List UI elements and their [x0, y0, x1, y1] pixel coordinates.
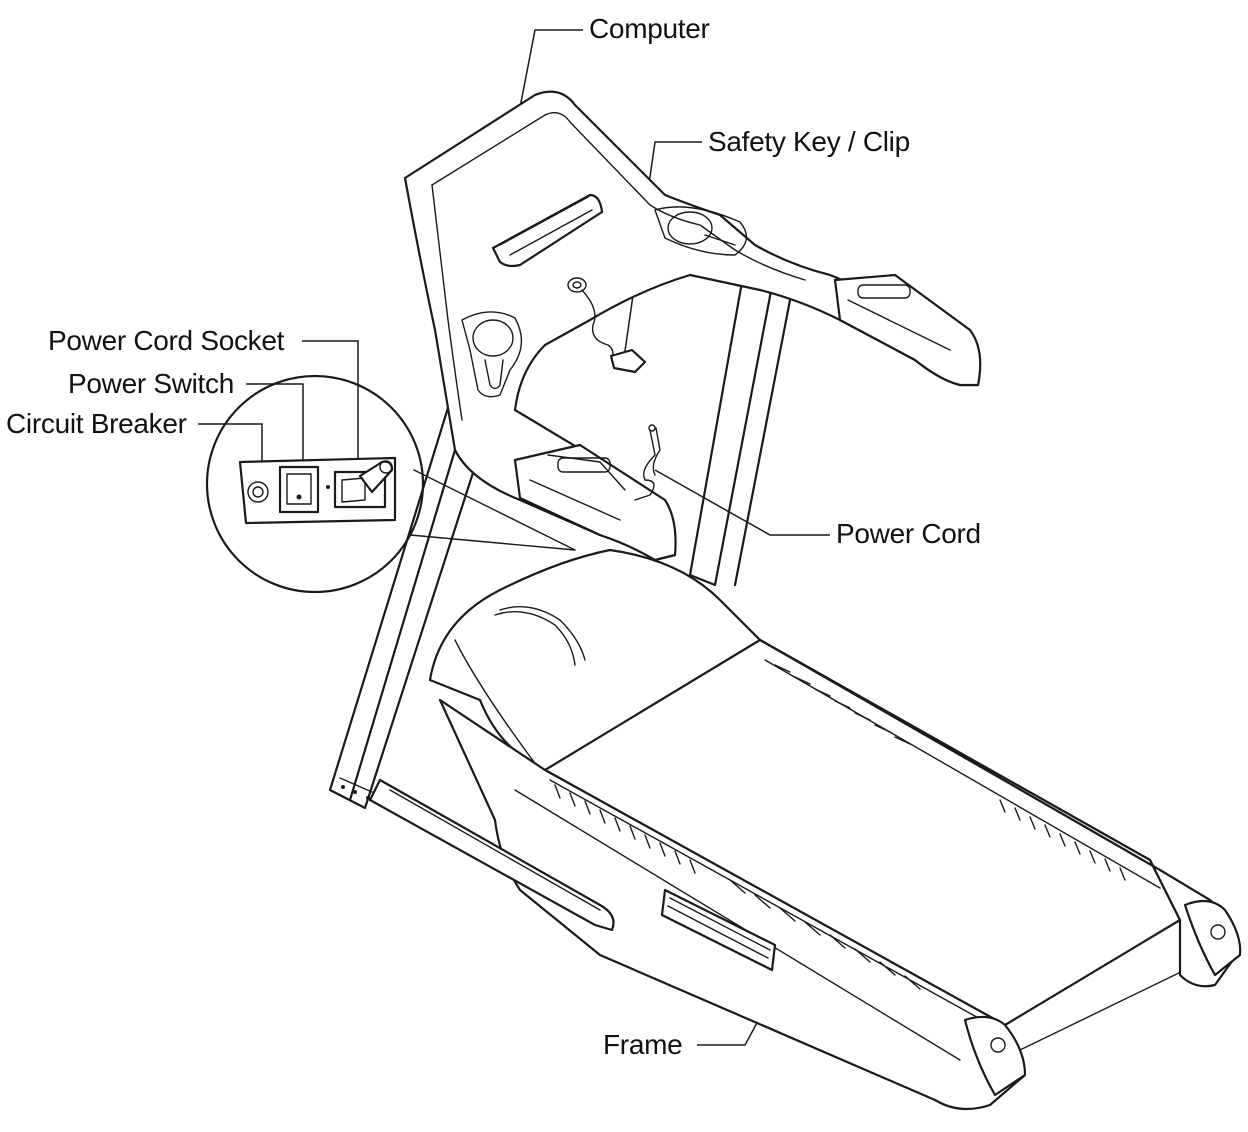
label-circuit-breaker: Circuit Breaker	[6, 408, 187, 439]
leader-power-cord-socket	[302, 340, 359, 478]
deck	[368, 548, 1242, 1111]
label-safety-key: Safety Key / Clip	[708, 126, 910, 157]
label-power-cord: Power Cord	[836, 518, 981, 549]
label-computer: Computer	[589, 13, 710, 44]
label-power-cord-socket: Power Cord Socket	[48, 325, 285, 356]
label-frame: Frame	[603, 1029, 683, 1060]
leader-power-switch	[246, 383, 304, 470]
leader-power-cord	[654, 469, 830, 536]
left-rail-treads	[554, 784, 921, 990]
uprights	[328, 263, 792, 810]
console	[403, 90, 982, 562]
right-rail-treads	[774, 664, 1126, 881]
leader-circuit-breaker	[198, 423, 263, 478]
power-panel-callout	[205, 374, 576, 594]
label-power-switch: Power Switch	[68, 368, 235, 399]
